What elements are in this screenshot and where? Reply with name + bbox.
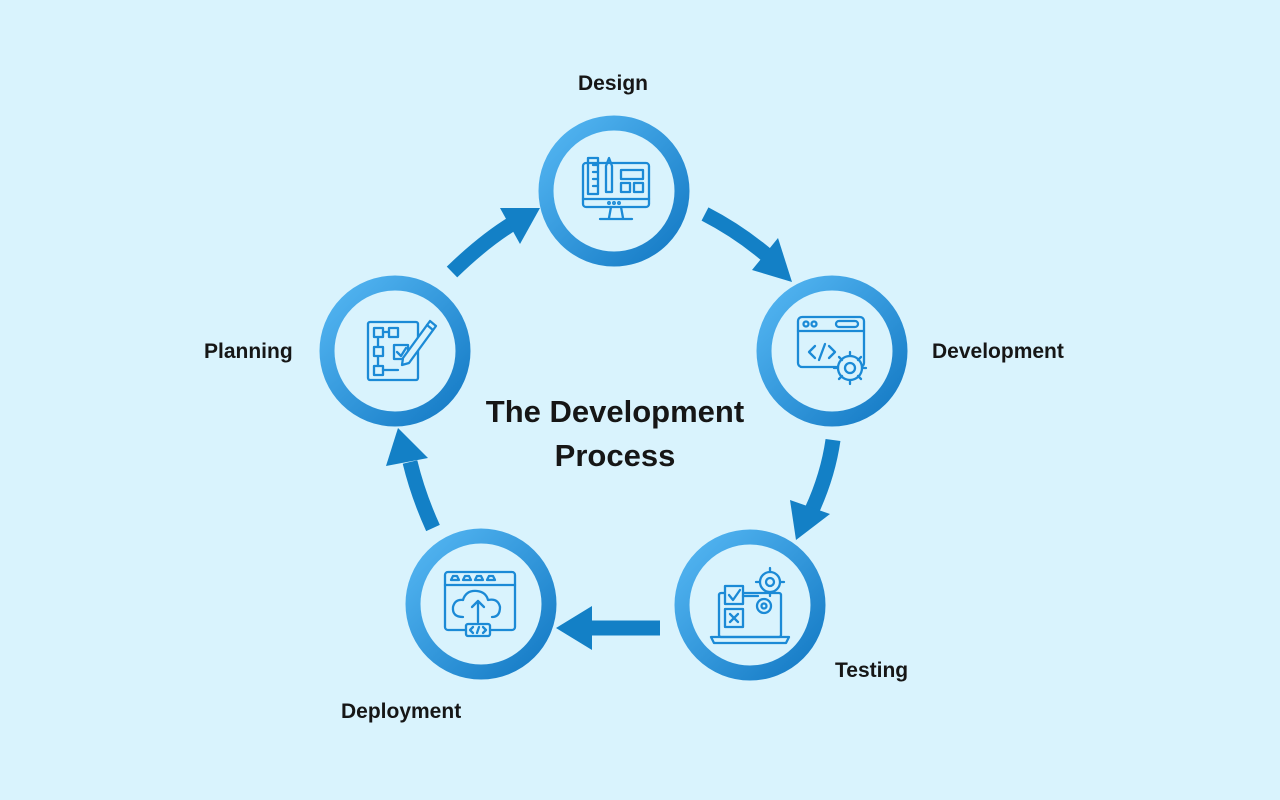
stage-node-planning (319, 275, 471, 427)
arrow-testing-to-deployment (556, 606, 660, 650)
stage-label-deployment: Deployment (341, 700, 462, 723)
code-window-gear-icon (796, 315, 868, 386)
arrow-deployment-to-planning (386, 428, 440, 532)
arrow-development-to-testing (790, 438, 841, 540)
stage-label-testing: Testing (835, 659, 909, 682)
flowchart-pencil-icon (366, 319, 438, 382)
cloud-upload-window-icon (443, 570, 517, 638)
stage-node-deployment (405, 528, 557, 680)
stage-label-planning: Planning (204, 340, 293, 363)
diagram-title-line-1: The Development (485, 394, 745, 429)
stage-node-design (538, 115, 690, 267)
checklist-gears-icon (709, 566, 791, 645)
arrow-planning-to-design (446, 208, 540, 278)
diagram-title-line-2: Process (554, 438, 676, 473)
stage-label-design: Design (578, 72, 649, 95)
design-monitor-icon (581, 156, 651, 221)
stage-label-development: Development (932, 340, 1064, 363)
diagram-title: The Development Process (440, 390, 790, 478)
stage-node-testing (674, 529, 826, 681)
stage-node-development (756, 275, 908, 427)
arrow-design-to-development (701, 207, 792, 282)
